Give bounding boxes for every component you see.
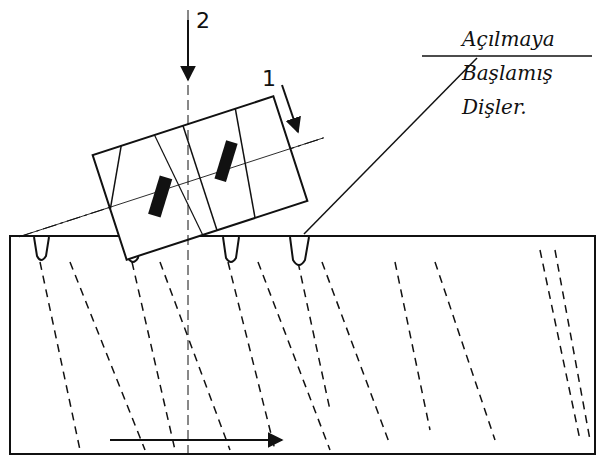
note-label: Açılmaya Başlamış Dişler. [462,22,572,124]
feed-arrow [187,20,189,80]
leader-line [422,55,592,57]
callout-number: 2 [196,8,210,33]
workpiece [10,236,595,454]
callout-number: 1 [262,66,276,91]
hob-tool [2,86,340,290]
rotation-arrow [282,85,298,132]
center-line [188,10,189,456]
tooth-lines [40,250,590,450]
leader-line [304,58,477,234]
motion-arrow [110,439,282,441]
